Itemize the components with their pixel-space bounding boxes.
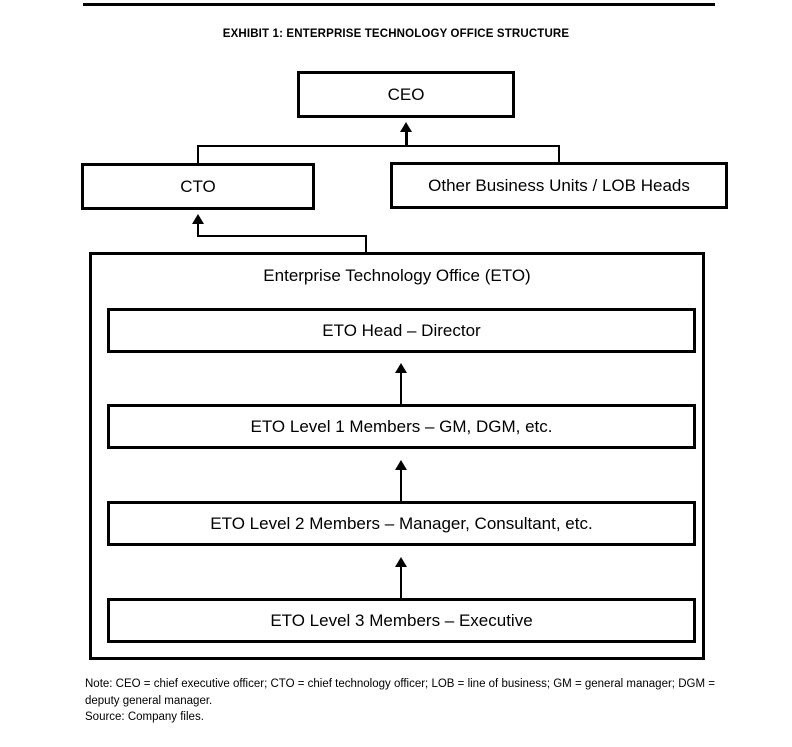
node-ceo: CEO <box>297 71 515 118</box>
connector-stem-to-cto <box>197 223 199 236</box>
footnote-source: Source: Company files. <box>85 711 204 724</box>
footnote: Note: CEO = chief executive officer; CTO… <box>85 676 733 726</box>
node-cto: CTO <box>81 163 315 210</box>
node-eto-level-1: ETO Level 1 Members – GM, DGM, etc. <box>107 404 696 449</box>
connector-level-3-to-level-2 <box>400 566 402 598</box>
connector-level-1-to-head <box>400 372 402 404</box>
connector-leg-eto <box>365 235 367 253</box>
exhibit-title: EXHIBIT 1: ENTERPRISE TECHNOLOGY OFFICE … <box>222 28 570 40</box>
header-rule <box>83 3 715 6</box>
arrowhead-to-cto <box>192 214 204 224</box>
node-other-business-units: Other Business Units / LOB Heads <box>390 162 728 209</box>
connector-bracket-ceo <box>197 145 560 147</box>
node-eto-level-3: ETO Level 3 Members – Executive <box>107 598 696 643</box>
eto-container-title: Enterprise Technology Office (ETO) <box>263 266 531 285</box>
connector-level-2-to-level-1 <box>400 469 402 501</box>
connector-leg-cto <box>197 145 199 164</box>
connector-leg-other-business-units <box>558 145 560 163</box>
footnote-note: Note: CEO = chief executive officer; CTO… <box>85 678 715 707</box>
arrowhead-level-2-to-level-1 <box>395 460 407 470</box>
arrowhead-level-1-to-head <box>395 363 407 373</box>
connector-stem-to-ceo <box>405 131 408 146</box>
node-eto-head: ETO Head – Director <box>107 308 696 353</box>
arrowhead-to-ceo <box>400 122 412 132</box>
connector-elbow-eto-to-cto <box>197 235 367 237</box>
arrowhead-level-3-to-level-2 <box>395 557 407 567</box>
node-eto-level-2: ETO Level 2 Members – Manager, Consultan… <box>107 501 696 546</box>
